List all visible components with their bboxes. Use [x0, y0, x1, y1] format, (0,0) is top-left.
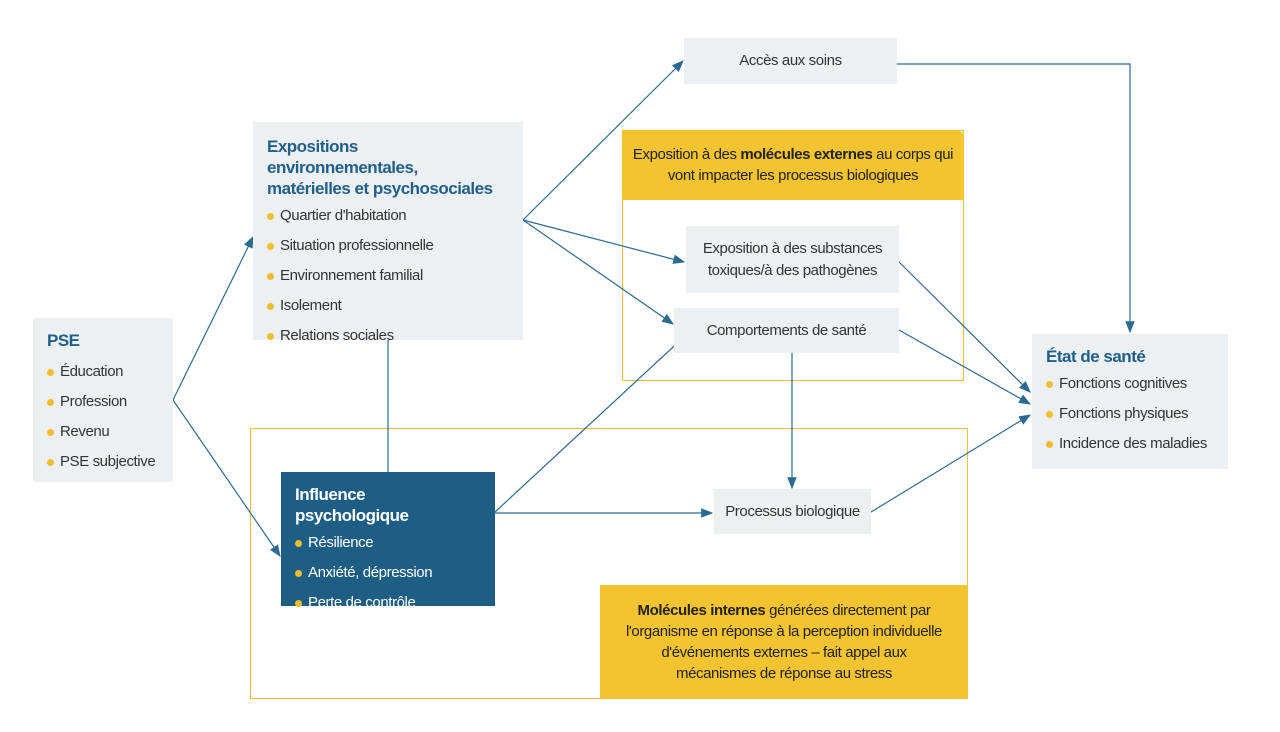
processus-box: Processus biologique [714, 489, 871, 534]
arrow [897, 63, 1135, 334]
list-item: Environnement familial [267, 261, 509, 291]
list-item: Résilience [295, 528, 481, 558]
comportements-box: Comportements de santé [674, 308, 899, 353]
internal-molecules-label: Molécules internes générées directement … [600, 585, 968, 699]
label-text: au corps qui vont impacter les processus… [667, 146, 954, 184]
list-item: Fonctions cognitives [1046, 369, 1214, 399]
external-molecules-label: Exposition à des molécules externes au c… [622, 130, 964, 200]
list-item: Fonctions physiques [1046, 399, 1214, 429]
expositions-title: matérielles et psychosociales [267, 179, 493, 198]
list-item: Incidence des maladies [1046, 429, 1214, 459]
etat-title: État de santé [1046, 347, 1146, 366]
arrow [898, 261, 1031, 393]
list-item: Perte de contrôle [295, 588, 481, 618]
arrow [172, 399, 281, 557]
label-bold: molécules externes [740, 146, 873, 163]
list-item: Profession [47, 387, 159, 417]
list-item: Éducation [47, 357, 159, 387]
list-item: Relations sociales [267, 321, 509, 351]
expositions-box: Expositions environnementales, matériell… [253, 122, 523, 344]
label-text: générées directement par l'organisme en … [625, 602, 942, 682]
arrow [898, 329, 1032, 405]
expositions-title: Expositions environnementales, [267, 137, 418, 177]
label-text: Exposition à des [632, 146, 741, 163]
list-item: PSE subjective [47, 447, 159, 477]
list-item: Quartier d'habitation [267, 201, 509, 231]
list-item: Revenu [47, 417, 159, 447]
arrow [522, 219, 674, 325]
arrow [522, 219, 686, 264]
arrow [870, 414, 1032, 513]
list-item: Anxiété, dépression [295, 558, 481, 588]
list-item: Isolement [267, 291, 509, 321]
arrow [172, 235, 254, 401]
label-bold: Molécules internes [637, 602, 766, 619]
acces-soins-box: Accès aux soins [684, 38, 897, 84]
list-item: Situation professionnelle [267, 231, 509, 261]
arrow [494, 335, 686, 513]
influence-title: Influence psychologique [295, 485, 409, 525]
pse-title: PSE [47, 331, 80, 350]
arrow [522, 60, 684, 221]
substances-box: Exposition à des substances toxiques/à d… [686, 226, 899, 293]
